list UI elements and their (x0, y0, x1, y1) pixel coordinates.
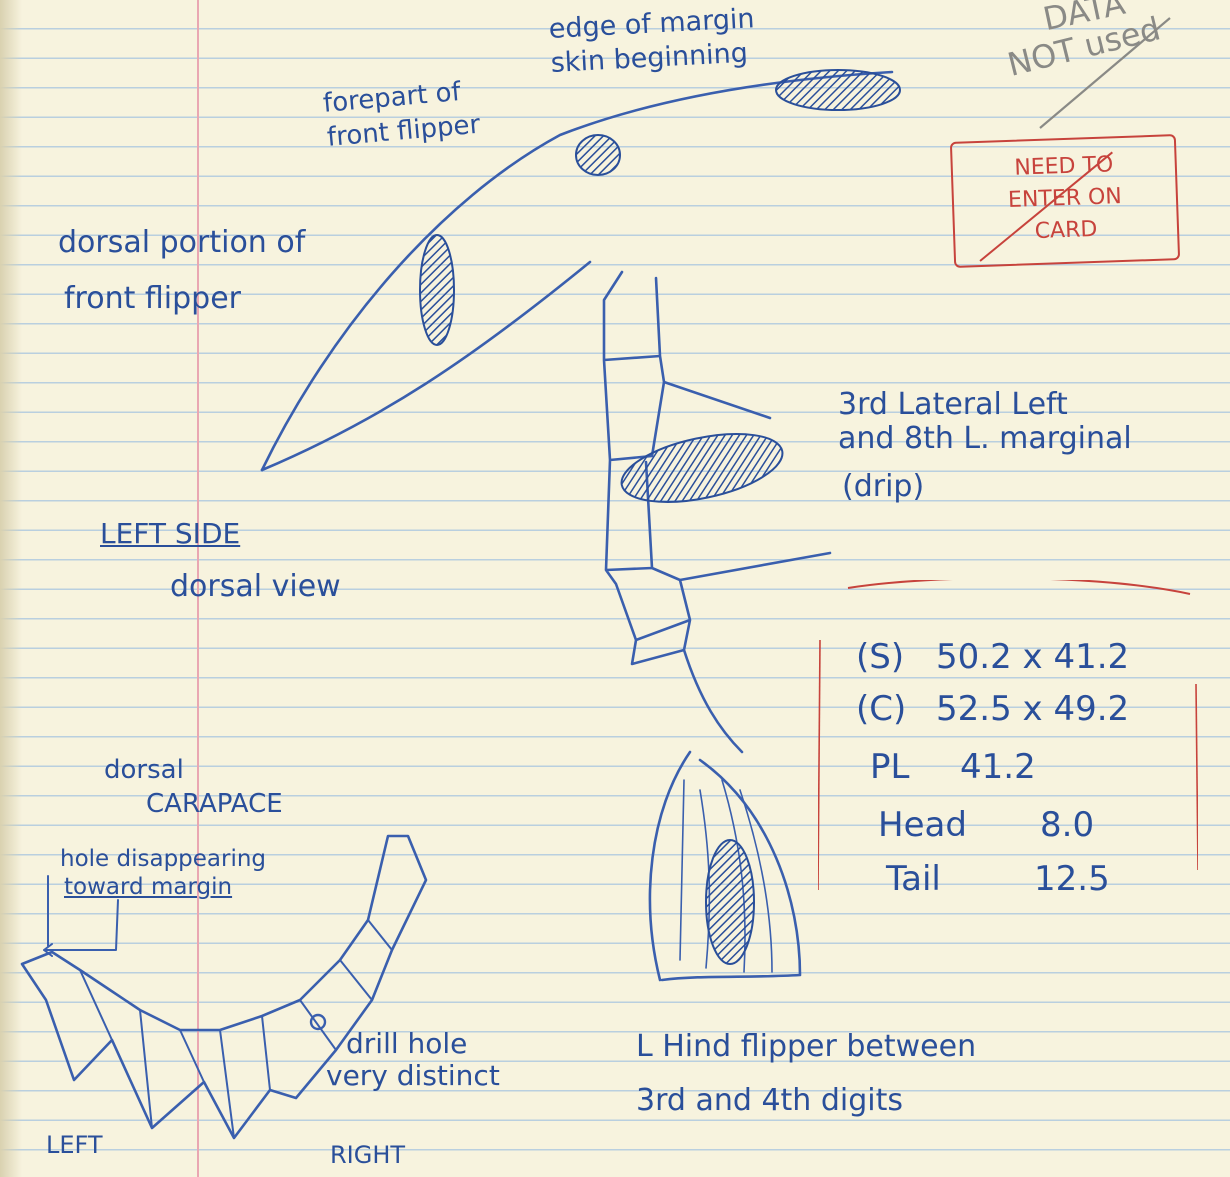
dorsal-front-flipper-label: front flipper (64, 282, 241, 317)
drill-hole-marker (311, 1015, 325, 1029)
need-to-enter-box: NEED TO ENTER ON CARD (950, 134, 1180, 268)
scute-column (604, 272, 830, 752)
measurement-tail-label: Tail (886, 860, 941, 899)
left-side-title: LEFT SIDE (100, 518, 240, 550)
measurement-pl-value: 41.2 (960, 748, 1036, 787)
measurement-c-value: 52.5 x 49.2 (936, 690, 1129, 729)
carapace-left-label: LEFT (46, 1132, 103, 1160)
lateral-label-line-2: and 8th L. marginal (838, 422, 1132, 457)
carapace-right-label: RIGHT (330, 1142, 405, 1170)
toward-margin-label: toward margin (64, 874, 232, 900)
hind-flipper-label-line-2: 3rd and 4th digits (636, 1084, 903, 1119)
measurement-s-label: (S) (856, 638, 904, 677)
measurement-tail-value: 12.5 (1034, 860, 1110, 899)
lateral-label-line-1: 3rd Lateral Left (838, 388, 1068, 423)
measurement-pl-label: PL (870, 748, 909, 787)
hind-flipper-label-line-1: L Hind flipper between (636, 1030, 976, 1065)
measurement-c-label: (C) (856, 690, 906, 729)
very-distinct-label: very distinct (326, 1060, 500, 1092)
wound-forepart (576, 135, 620, 175)
dorsal-view-label: dorsal view (170, 570, 341, 605)
wound-hind-flipper (706, 840, 754, 964)
carapace-dorsal-label: dorsal (104, 756, 184, 786)
lateral-label-line-3: (drip) (842, 470, 924, 505)
measurement-s-value: 50.2 x 41.2 (936, 638, 1129, 677)
dorsal-portion-label: dorsal portion of (58, 226, 305, 261)
carapace-title: CARAPACE (146, 790, 283, 820)
drill-hole-label: drill hole (346, 1028, 467, 1060)
measurement-head-value: 8.0 (1040, 806, 1094, 845)
wound-lateral (616, 422, 789, 515)
hole-disappearing-label: hole disappearing (60, 846, 266, 872)
wound-edge-of-margin (776, 70, 900, 110)
measurement-head-label: Head (878, 806, 967, 845)
stamp-strike (952, 136, 1178, 266)
wound-dorsal-flipper (420, 235, 454, 345)
